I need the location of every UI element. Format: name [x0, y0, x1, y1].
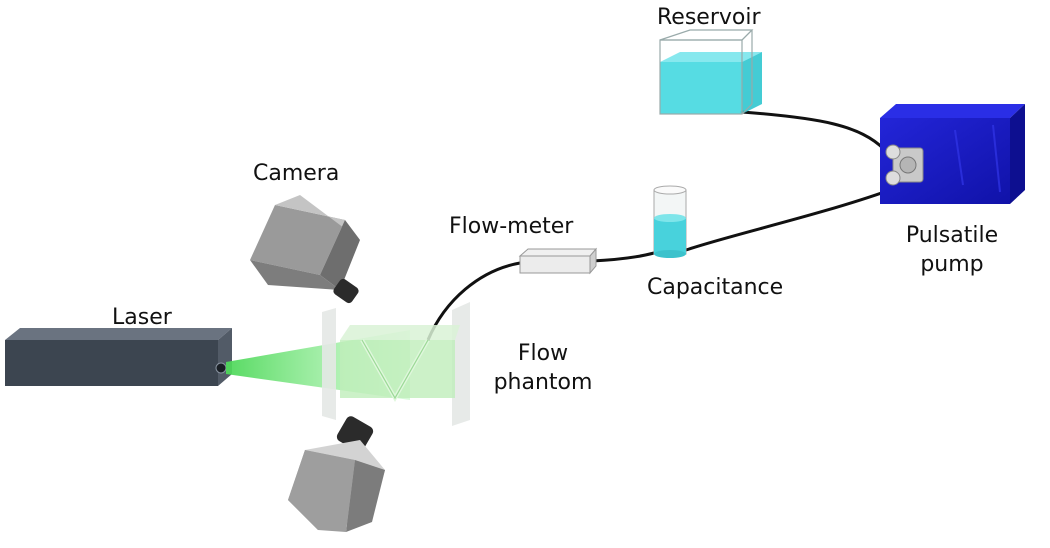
- reservoir-label: Reservoir: [657, 5, 761, 30]
- flow-meter-icon: [518, 247, 598, 275]
- flow-phantom-label: Flow phantom: [484, 340, 602, 396]
- pulsatile-pump-label: Pulsatile pump: [902, 222, 1002, 278]
- pulsatile-pump-icon: [880, 104, 1025, 204]
- flow-phantom-label-line1: Flow: [517, 341, 569, 366]
- pulsatile-pump-label-line2: pump: [920, 252, 984, 277]
- reservoir-tank-icon: [659, 29, 762, 115]
- camera-label: Camera: [253, 161, 340, 186]
- flow-phantom-label-line2: phantom: [493, 370, 593, 395]
- laser-label: Laser: [112, 305, 172, 330]
- flow-phantom-icon: [322, 302, 470, 426]
- tube-reservoir-to-pump: [740, 110, 887, 152]
- pulsatile-pump-label-line1: Pulsatile: [905, 223, 999, 248]
- camera-icon: [250, 195, 360, 304]
- capacitance-label: Capacitance: [647, 275, 784, 300]
- laser-icon: [5, 328, 232, 386]
- tube-pump-to-capacitance: [684, 188, 892, 252]
- capacitance-cylinder-icon: [653, 185, 687, 258]
- camera-icon-lower: [288, 416, 385, 532]
- tube-capacitance-to-flowmeter: [590, 251, 656, 263]
- flow-meter-label: Flow-meter: [449, 214, 574, 239]
